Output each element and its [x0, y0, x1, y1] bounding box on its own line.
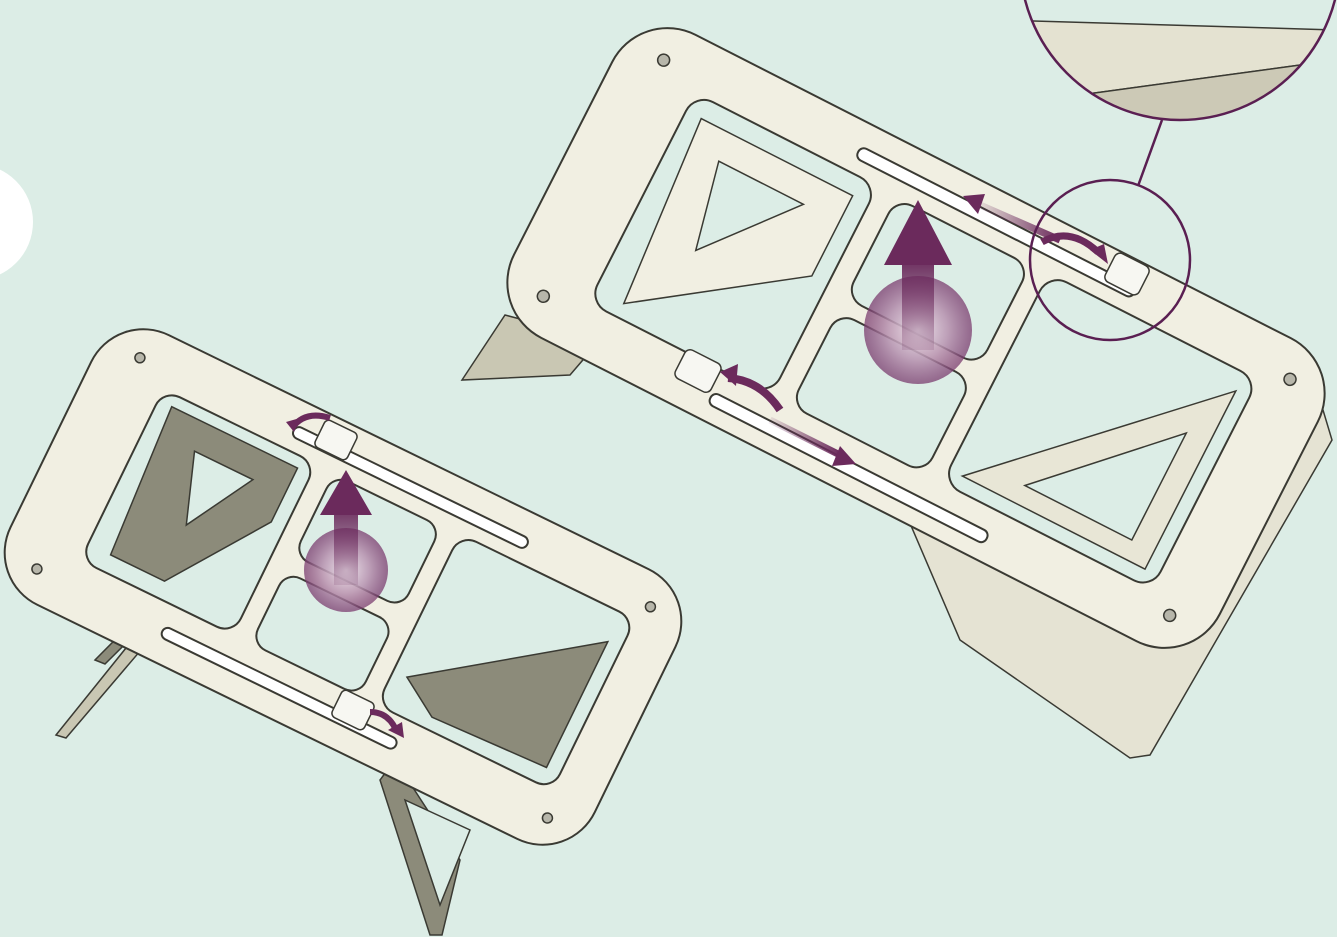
- left-table-assembly: [0, 310, 701, 935]
- upward-arrow-stem: [334, 505, 358, 585]
- page-marker-circle: [0, 164, 33, 280]
- upward-arrow-stem: [902, 258, 934, 350]
- callout-connector: [1138, 120, 1162, 186]
